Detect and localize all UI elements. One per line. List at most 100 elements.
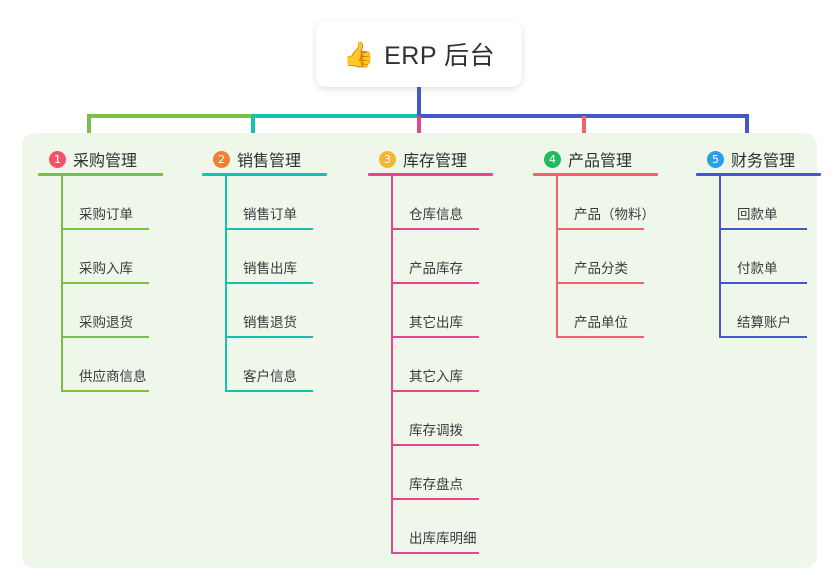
module-item-underline (556, 228, 644, 230)
module-index-badge: 5 (707, 150, 724, 168)
module-title: 销售管理 (237, 153, 302, 170)
module-item-list: 回款单付款单结算账户 (719, 176, 839, 338)
module-item-label: 采购退货 (79, 315, 133, 330)
module-item-list: 仓库信息产品库存其它出库其它入库库存调拨库存盘点出库库明细 (391, 176, 526, 554)
module-item-label: 回款单 (737, 207, 778, 222)
module-column: 3 库存管理仓库信息产品库存其它出库其它入库库存调拨库存盘点出库库明细 (366, 145, 526, 554)
module-column: 1 采购管理采购订单采购入库采购退货供应商信息 (36, 145, 196, 392)
module-item-list: 销售订单销售出库销售退货客户信息 (225, 176, 360, 392)
module-index-badge: 1 (49, 150, 66, 168)
module-header[interactable]: 1 采购管理 (36, 145, 196, 173)
module-item[interactable]: 结算账户 (719, 284, 839, 338)
module-item-underline (391, 228, 479, 230)
module-item-label: 销售退货 (243, 315, 297, 330)
module-item[interactable]: 出库库明细 (391, 500, 526, 554)
module-item[interactable]: 采购入库 (61, 230, 196, 284)
module-item[interactable]: 供应商信息 (61, 338, 196, 392)
module-item-underline (61, 282, 149, 284)
module-title: 采购管理 (73, 153, 138, 170)
module-index-badge: 4 (544, 150, 561, 168)
module-item-underline (719, 228, 807, 230)
module-item-underline (225, 336, 313, 338)
module-item-underline (225, 390, 313, 392)
module-index-badge: 3 (379, 150, 396, 168)
module-item[interactable]: 销售退货 (225, 284, 360, 338)
module-header[interactable]: 4 产品管理 (531, 145, 691, 173)
module-item[interactable]: 其它出库 (391, 284, 526, 338)
module-item-label: 销售订单 (243, 207, 297, 222)
module-spine (391, 176, 393, 554)
thumbs-up-icon: 👍 (342, 40, 375, 69)
module-item[interactable]: 采购订单 (61, 176, 196, 230)
module-item[interactable]: 产品库存 (391, 230, 526, 284)
module-item-underline (719, 336, 807, 338)
module-spine (556, 176, 558, 338)
module-title: 产品管理 (568, 153, 633, 170)
module-item-label: 采购入库 (79, 261, 133, 276)
module-item[interactable]: 产品（物料） (556, 176, 691, 230)
module-item[interactable]: 仓库信息 (391, 176, 526, 230)
module-item[interactable]: 库存调拨 (391, 392, 526, 446)
module-underline (533, 173, 658, 176)
module-spine (225, 176, 227, 392)
module-item-underline (225, 228, 313, 230)
module-item-label: 付款单 (737, 261, 778, 276)
module-item-underline (391, 336, 479, 338)
module-item-underline (61, 390, 149, 392)
module-item-underline (61, 336, 149, 338)
module-header[interactable]: 3 库存管理 (366, 145, 526, 173)
module-item-underline (61, 228, 149, 230)
module-item-list: 采购订单采购入库采购退货供应商信息 (61, 176, 196, 392)
module-item-underline (556, 336, 644, 338)
module-underline (368, 173, 493, 176)
module-item-list: 产品（物料） 产品分类产品单位 (556, 176, 691, 338)
module-item[interactable]: 销售出库 (225, 230, 360, 284)
module-item[interactable]: 产品分类 (556, 230, 691, 284)
module-item-label: 结算账户 (737, 315, 791, 330)
module-column: 5 财务管理回款单付款单结算账户 (694, 145, 839, 338)
module-item-label: 客户信息 (243, 369, 297, 384)
module-item-underline (391, 444, 479, 446)
module-item-label: 销售出库 (243, 261, 297, 276)
module-item[interactable]: 回款单 (719, 176, 839, 230)
module-item-label: 其它出库 (409, 315, 463, 330)
root-node[interactable]: 👍 ERP 后台 (316, 21, 522, 87)
module-item-underline (556, 282, 644, 284)
module-spine (61, 176, 63, 392)
module-item-label: 库存盘点 (409, 477, 463, 492)
module-item[interactable]: 采购退货 (61, 284, 196, 338)
module-title: 库存管理 (403, 153, 468, 170)
module-item-label: 库存调拨 (409, 423, 463, 438)
module-item-underline (391, 498, 479, 500)
module-item-label: 产品库存 (409, 261, 463, 276)
module-item-label: 产品单位 (574, 315, 628, 330)
module-header[interactable]: 2 销售管理 (200, 145, 360, 173)
module-item[interactable]: 客户信息 (225, 338, 360, 392)
module-item-label: 供应商信息 (79, 369, 147, 384)
module-item-label: 产品（物料） (574, 207, 655, 222)
module-item-underline (391, 390, 479, 392)
module-item-underline (225, 282, 313, 284)
module-column: 4 产品管理产品（物料） 产品分类产品单位 (531, 145, 691, 338)
module-item-label: 产品分类 (574, 261, 628, 276)
module-item-label: 采购订单 (79, 207, 133, 222)
module-underline (696, 173, 821, 176)
module-item-underline (391, 282, 479, 284)
module-index-badge: 2 (213, 150, 230, 168)
module-item-label: 出库库明细 (409, 531, 477, 546)
module-underline (38, 173, 163, 176)
module-item[interactable]: 销售订单 (225, 176, 360, 230)
root-node-title: ERP 后台 (384, 42, 496, 70)
module-item[interactable]: 产品单位 (556, 284, 691, 338)
module-item[interactable]: 库存盘点 (391, 446, 526, 500)
module-header[interactable]: 5 财务管理 (694, 145, 839, 173)
module-item[interactable]: 其它入库 (391, 338, 526, 392)
module-item-underline (719, 282, 807, 284)
module-item[interactable]: 付款单 (719, 230, 839, 284)
module-item-label: 其它入库 (409, 369, 463, 384)
modules-panel (22, 133, 817, 568)
module-underline (202, 173, 327, 176)
module-spine (719, 176, 721, 338)
module-title: 财务管理 (731, 153, 796, 170)
